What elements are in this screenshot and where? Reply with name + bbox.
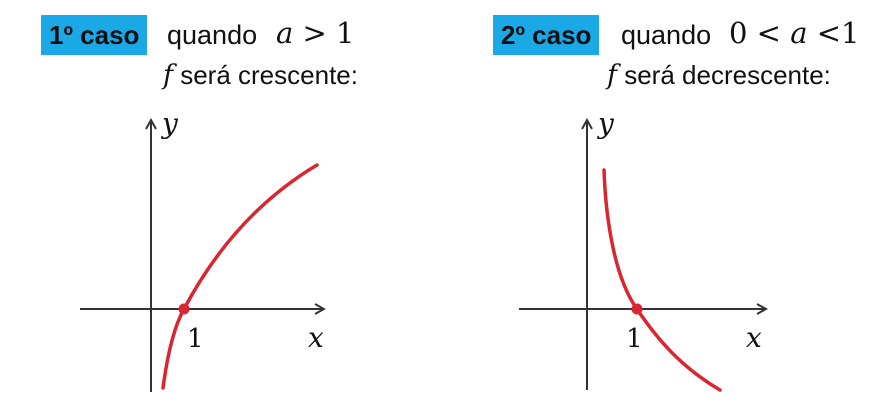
case-2-badge: 2º caso: [493, 15, 600, 55]
case-2-point-1-0: [631, 303, 643, 315]
case-2-tick-1: 1: [626, 324, 643, 354]
case-2-behaviour: f será decrescente:: [607, 60, 831, 91]
case-1-condition: a > 1: [276, 16, 354, 50]
case-2-x-label: x: [746, 321, 762, 354]
case-2-panel: 2º caso quando 0 < a <1 f será decrescen…: [436, 0, 872, 404]
case-1-panel: 1º caso quando a > 1 f será crescente: 1…: [0, 0, 436, 404]
case-1-condition-relation: > 1: [293, 16, 355, 50]
case-1-point-1-0: [178, 303, 190, 315]
case-2-condition-relation: <1: [807, 16, 860, 50]
case-2-behaviour-text: será decrescente:: [617, 60, 831, 90]
case-2-when-text: quando: [621, 20, 712, 50]
case-2-condition-prefix: 0 <: [729, 16, 791, 50]
case-1-curve: [161, 163, 319, 390]
case-1-function-name: f: [163, 60, 173, 91]
case-2-curve: [602, 168, 722, 392]
case-2-y-label: y: [596, 107, 615, 140]
case-1-badge: 1º caso: [41, 15, 148, 55]
case-1-y-label: y: [160, 107, 179, 140]
case-1-graph: 1 x y: [80, 107, 436, 392]
case-1-behaviour: f será crescente:: [163, 60, 358, 91]
case-1-when-text: quando: [167, 20, 258, 50]
case-1-tick-1: 1: [187, 324, 204, 354]
case-2-condition-variable: a: [790, 16, 808, 50]
case-1-x-label: x: [308, 321, 324, 354]
case-2-condition: 0 < a <1: [729, 16, 859, 50]
case-2-function-name: f: [607, 60, 617, 91]
case-1-behaviour-text: será crescente:: [173, 60, 358, 90]
case-1-condition-variable: a: [276, 16, 294, 50]
case-2-graph: 1 x y: [519, 107, 872, 392]
